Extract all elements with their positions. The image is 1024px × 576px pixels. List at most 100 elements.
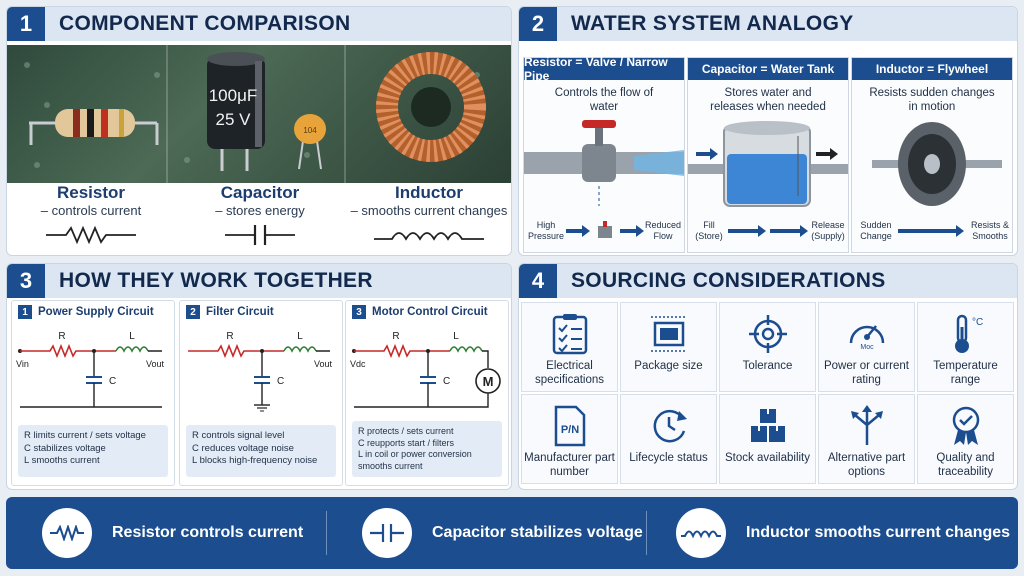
note-line: C reupports start / filters — [358, 437, 455, 448]
banner-text: Inductor smooths current changes — [746, 524, 1011, 541]
panel-header: 2 WATER SYSTEM ANALOGY — [519, 7, 1017, 41]
circuit-title: Motor Control Circuit — [372, 306, 488, 318]
sourcing-label: Tolerance — [742, 360, 793, 372]
banner-item-inductor: Inductor smooths current changes — [676, 508, 1010, 558]
output-label: Vout — [146, 359, 165, 369]
inductor-label-group: Inductor – smooths current changes — [345, 183, 511, 250]
water-tank-illustration — [688, 121, 848, 207]
capacitor-label: C — [443, 376, 450, 387]
components-photo: 100μF 25 V 104 — [7, 45, 511, 183]
panel-number: 3 — [7, 264, 45, 298]
analogy-left-label: Sudden Change — [860, 220, 892, 241]
sourcing-label: Package size — [634, 360, 703, 372]
resistor-label: R — [226, 331, 233, 342]
sourcing-item: Lifecycle status — [620, 394, 717, 484]
sourcing-label: Lifecycle status — [629, 452, 708, 464]
resistor-name: Resistor — [56, 183, 126, 202]
analogy-right-label: Release (Supply) — [811, 220, 845, 241]
resistor-label: R — [392, 331, 399, 342]
sourcing-item: Electrical specifications — [521, 302, 618, 392]
document-pn-icon: P/N — [554, 405, 586, 447]
panel-number: 1 — [7, 7, 45, 41]
panel-title: SOURCING CONSIDERATIONS — [571, 269, 886, 292]
inductor-label: L — [297, 331, 303, 342]
note-line: R limits current / sets voltage — [24, 430, 146, 441]
inductor-name: Inductor — [395, 183, 463, 202]
capacitor-label: C — [277, 376, 284, 387]
sourcing-label: Temperature range — [933, 360, 998, 386]
note-line: C reduces voltage noise — [192, 442, 294, 454]
analogy-header: Inductor = Flywheel — [852, 58, 1012, 80]
sourcing-label: Quality and traceability — [936, 452, 995, 478]
analogy-text: Resists sudden changes in motion — [869, 87, 995, 113]
branch-arrows-icon — [851, 405, 883, 445]
input-label: Vdc — [350, 359, 366, 369]
banner-item-resistor: Resistor controls current — [42, 508, 303, 558]
water-analogy-panel: 2 WATER SYSTEM ANALOGY Resistor = Valve … — [518, 6, 1018, 256]
award-ribbon-icon — [952, 406, 980, 445]
motor-control-schematic: M R L C Vdc — [350, 331, 501, 408]
panel-header: 3 HOW THEY WORK TOGETHER — [7, 264, 511, 298]
tank-flow-arrows — [728, 225, 808, 237]
circuit-notes: R limits current / sets voltage C stabil… — [18, 425, 168, 477]
circuit-title: Power Supply Circuit — [38, 306, 154, 318]
resistor-desc: – controls current — [40, 203, 142, 218]
circuit-notes: R protects / sets current C reupports st… — [352, 421, 502, 477]
boxes-icon — [751, 409, 785, 442]
sourcing-label: Stock availability — [724, 452, 810, 464]
electrolytic-capacitor-photo: 100μF 25 V — [207, 52, 265, 171]
filter-schematic: R L C Vout — [188, 331, 333, 412]
motor-label: M — [483, 374, 494, 389]
valve-analogy-column: Resistor = Valve / Narrow Pipe Controls … — [523, 55, 685, 253]
capacitor-value-label: 100μF — [209, 86, 258, 105]
banner-text: Capacitor stabilizes voltage — [432, 524, 643, 541]
doc-text: P/N — [561, 424, 579, 436]
note-line: L in coil or power conversion smooths cu… — [358, 449, 472, 471]
banner-text: Resistor controls current — [112, 524, 304, 541]
motor-control-circuit: 3 Motor Control Circuit M R L C Vdc R pro… — [345, 300, 509, 486]
sourcing-label: Alternative part options — [827, 452, 906, 478]
capacitor-name: Capacitor — [220, 183, 300, 202]
component-comparison-panel: 1 COMPONENT COMPARISON — [6, 6, 512, 256]
sourcing-item: Tolerance — [719, 302, 816, 392]
flywheel-illustration — [872, 122, 1002, 206]
toroid-inductor-photo — [376, 52, 486, 162]
capacitor-desc: – stores energy — [215, 203, 305, 218]
input-label: Vin — [16, 359, 29, 369]
analogy-left-label: Fill (Store) — [695, 220, 723, 241]
sourcing-label: Electrical specifications — [534, 360, 605, 386]
power-supply-schematic: R L C Vin Vout — [16, 331, 165, 408]
analogy-right-label: Resists & Smooths — [970, 220, 1009, 241]
gauge-text: Moc — [860, 344, 874, 351]
clock-cycle-icon — [653, 409, 687, 443]
capacitor-label-group: Capacitor – stores energy — [175, 183, 345, 252]
sourcing-item: Stock availability — [719, 394, 816, 484]
output-label: Vout — [314, 359, 333, 369]
inductor-symbol-icon — [681, 530, 721, 539]
banner-divider — [326, 511, 327, 555]
ceramic-capacitor-photo: 104 — [294, 114, 326, 170]
inductor-desc: – smooths current changes — [350, 203, 508, 218]
analogy-right-label: Reduced Flow — [644, 220, 682, 241]
panel-number: 4 — [519, 264, 557, 298]
capacitor-voltage-label: 25 V — [216, 110, 252, 129]
ceramic-code-label: 104 — [303, 126, 317, 135]
checklist-icon — [552, 314, 588, 355]
valve-pipe-illustration — [524, 120, 684, 206]
inductor-label: L — [129, 331, 135, 342]
analogy-header: Resistor = Valve / Narrow Pipe — [524, 55, 684, 83]
banner-item-capacitor: Capacitor stabilizes voltage — [362, 508, 643, 558]
gauge-icon: Moc — [849, 325, 885, 351]
note-line: R protects / sets current — [358, 426, 454, 436]
resistor-photo — [29, 109, 159, 145]
capacitor-symbol-icon — [225, 225, 295, 245]
circuit-number: 3 — [352, 305, 366, 319]
flywheel-analogy-column: Inductor = Flywheel Resists sudden chang… — [851, 57, 1013, 253]
resistor-symbol-icon — [50, 525, 84, 541]
banner-divider — [646, 511, 647, 555]
inductor-label: L — [453, 331, 459, 342]
panel-title: HOW THEY WORK TOGETHER — [59, 269, 373, 292]
capacitor-label: C — [109, 376, 116, 387]
